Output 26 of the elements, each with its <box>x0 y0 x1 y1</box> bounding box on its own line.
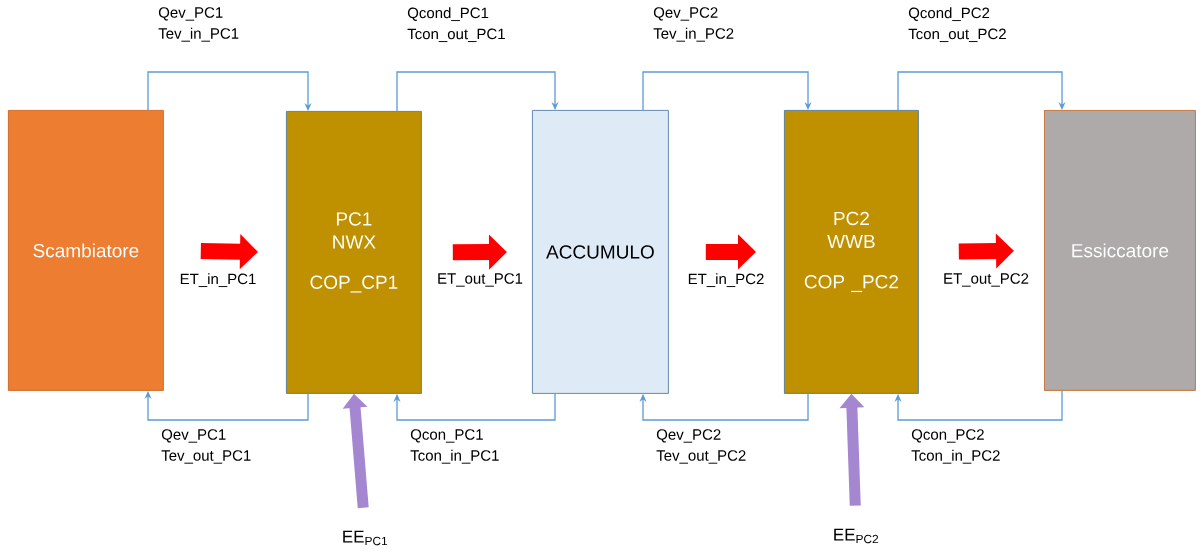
process-box: Essiccatore <box>1044 110 1196 391</box>
edge-label: Qcon_PC1 Tcon_in_PC1 <box>410 429 499 464</box>
edge-label: Qev_PC2 Tev_in_PC2 <box>653 7 734 42</box>
edge-label: ET_out_PC1 <box>438 273 523 287</box>
process-box: ACCUMULO <box>532 110 669 394</box>
arrow <box>396 71 559 112</box>
arrow <box>147 71 312 111</box>
input-label: EE$_{PC1}$ <box>343 530 388 546</box>
arrow <box>639 393 809 421</box>
process-box: PC1 NWX COP_CP1 <box>286 111 422 394</box>
edge-label: Qev_PC1 Tev_out_PC1 <box>161 429 251 464</box>
arrow <box>897 71 1066 111</box>
edge-label: Qev_PC2 Tev_out_PC2 <box>656 429 746 464</box>
arrow <box>894 390 1063 421</box>
edge-label: ET_out_PC2 <box>944 273 1029 287</box>
arrow <box>642 71 812 111</box>
edge-label: Qcond_PC2 Tcon_out_PC2 <box>908 7 1006 43</box>
edge-label: Qev_PC1 Tev_in_PC1 <box>158 7 239 42</box>
edge-label: Qcond_PC1 Tcon_out_PC1 <box>407 7 505 43</box>
input-label: EE$_{PC2}$ <box>834 528 879 544</box>
edge-label: ET_in_PC2 <box>688 273 764 288</box>
edge-label: Qcon_PC2 Tcon_in_PC2 <box>911 429 1000 464</box>
process-box: Scambiatore <box>8 110 164 391</box>
edge-label: ET_in_PC1 <box>180 273 256 288</box>
process-box: PC2 WWB COP _PC2 <box>784 110 919 394</box>
arrow <box>393 393 556 421</box>
